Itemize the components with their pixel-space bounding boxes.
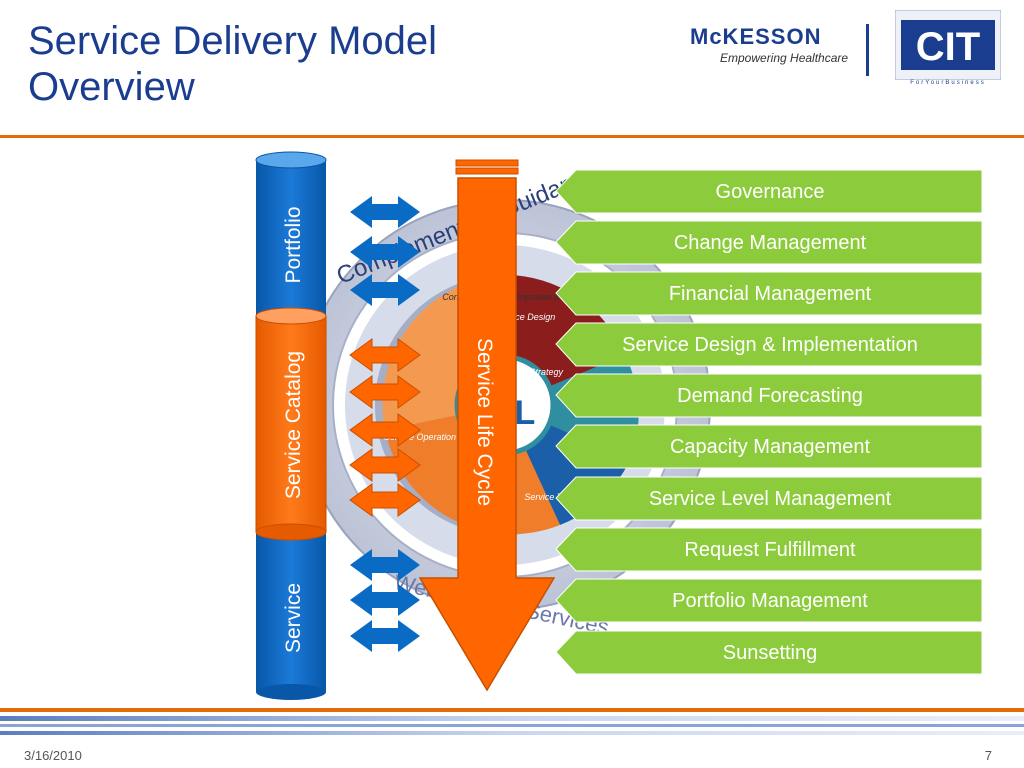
item-change-management: Change Management [673,232,867,254]
title-line-2: Overview [28,65,195,109]
footer-date: 3/16/2010 [24,748,82,763]
item-capacity-management: Capacity Management [669,436,871,458]
wheel-segment-design: Service Design [495,312,556,322]
wheel-segment-operation: Service Operation [384,432,456,442]
item-demand-forecasting: Demand Forecasting [677,385,863,407]
cit-logo: CIT ForYourBusiness [894,9,1002,86]
item-governance: Governance [715,181,825,203]
mckesson-logo: McKESSON Empowering Healthcare [690,24,855,70]
portfolio-label: Portfolio [282,206,305,283]
item-request-fulfillment: Request Fulfillment [684,539,856,561]
wheel-segment-strategy: Service Strategy [497,367,564,377]
cit-logo-mark: CIT [894,9,1002,81]
cit-logo-tagline: ForYourBusiness [910,80,986,86]
item-service-design-implementation: Service Design & Implementation [622,334,918,356]
cit-logo-text: CIT [916,25,980,69]
title-line-1: Service Delivery Model [28,19,438,63]
page-title: Service Delivery Model Overview [28,18,437,110]
service-catalog-pillar [255,307,327,541]
footer-band [0,708,1024,735]
mckesson-logo-name: McKESSON [690,24,822,49]
service-label: Service [282,583,305,653]
life-cycle-arrow [418,159,556,692]
orange-arrows [349,338,421,517]
page-number: 7 [984,748,992,763]
item-portfolio-management: Portfolio Management [672,590,868,612]
process-boxes [555,169,983,675]
item-sunsetting: Sunsetting [722,642,818,664]
logo-separator [866,24,869,76]
service-catalog-label: Service Catalog [282,351,305,499]
item-financial-management: Financial Management [668,283,872,305]
item-service-level-management: Service Level Management [648,488,892,510]
mckesson-logo-tagline: Empowering Healthcare [720,51,849,65]
blue-arrows [350,196,420,652]
title-divider [0,135,1024,138]
life-cycle-label: Service Life Cycle [473,338,496,506]
